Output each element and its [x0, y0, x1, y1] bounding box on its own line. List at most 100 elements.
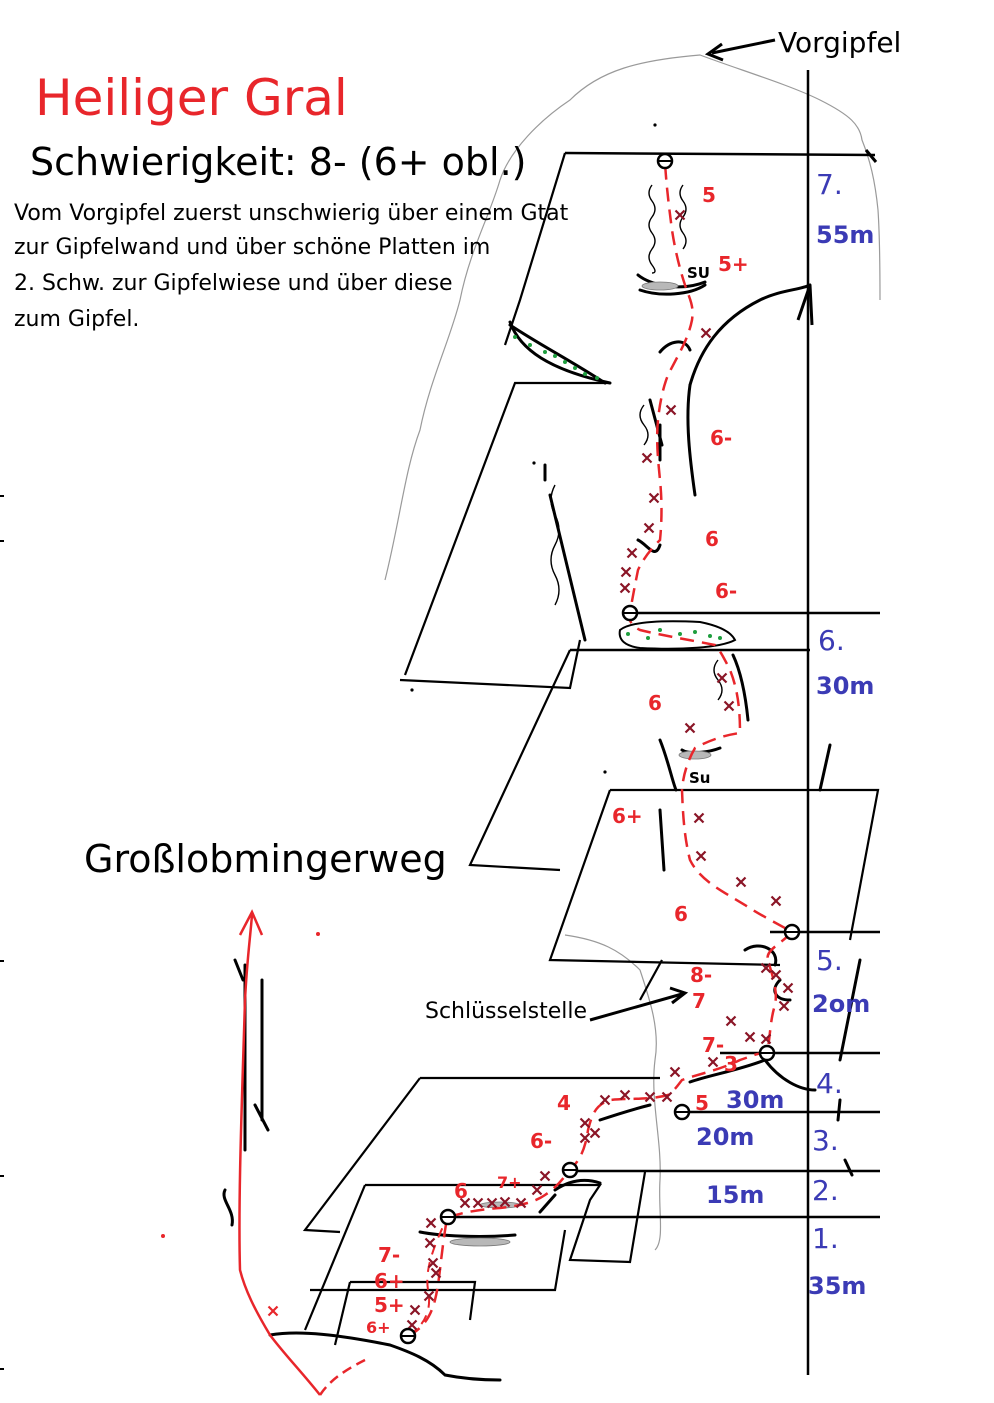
grade-label: 3 — [724, 1052, 738, 1076]
stray-mark-red — [161, 1234, 165, 1238]
bolt-mark — [707, 1056, 719, 1068]
pitch-number: 4. — [816, 1067, 843, 1100]
description-line: zur Gipfelwand und über schöne Platten i… — [14, 235, 490, 260]
pitch-length: 35m — [808, 1272, 866, 1300]
bolt-mark — [626, 547, 638, 559]
bolt-mark — [695, 850, 707, 862]
rock-outline — [384, 54, 881, 581]
bolt-mark — [644, 1091, 656, 1103]
bolts — [267, 209, 794, 1331]
grade-label: 4 — [557, 1091, 571, 1115]
grade-label: 5+ — [718, 252, 749, 276]
bolt-mark — [579, 1117, 591, 1129]
description-line: Vom Vorgipfel zuerst unschwierig über ei… — [14, 201, 569, 226]
rubble-ledges — [449, 281, 712, 1247]
bolt-mark — [648, 492, 660, 504]
pitch-length: 30m — [816, 672, 874, 700]
belay-ring-ticks — [401, 160, 799, 1337]
stance-label: SU — [687, 264, 710, 282]
bolt-mark — [770, 969, 782, 981]
bolt-mark — [599, 1094, 611, 1106]
pitch-number: 5. — [816, 944, 843, 977]
pitch-number: 1. — [812, 1222, 839, 1255]
grade-label: 6- — [530, 1129, 552, 1153]
bolt-mark — [669, 1066, 681, 1078]
pitch-length: 55m — [816, 221, 874, 249]
grade-label: 5 — [702, 183, 716, 207]
grade-label: 7+ — [497, 1173, 522, 1192]
bolt-mark — [515, 1197, 527, 1209]
grade-label: 6 — [705, 527, 719, 551]
bolt-mark — [700, 327, 712, 339]
rock-features — [222, 273, 862, 1382]
difficulty-heading: Schwierigkeit: 8- (6+ obl.) — [30, 140, 527, 184]
gully-outline — [564, 934, 662, 1251]
grade-label: 5+ — [374, 1293, 405, 1317]
bolt-mark — [744, 1031, 756, 1043]
summit-label: Vorgipfel — [778, 26, 901, 59]
grade-label: 7- — [702, 1033, 724, 1057]
bolt-mark — [619, 1089, 631, 1101]
bolt-mark — [641, 452, 653, 464]
grade-label: 6- — [710, 426, 732, 450]
pitch-length: 15m — [706, 1181, 764, 1209]
bolt-mark — [620, 566, 632, 578]
pitch-number: 3. — [812, 1124, 839, 1157]
bolt-mark — [725, 1015, 737, 1027]
bolt-mark — [267, 1305, 279, 1317]
bolt-mark — [723, 700, 735, 712]
pitch-number: 7. — [816, 168, 843, 201]
bolt-mark — [423, 1290, 435, 1302]
belay-rings — [399, 152, 801, 1345]
bolt-mark — [770, 895, 782, 907]
grass-patches — [513, 335, 722, 640]
grade-label: 8- — [690, 963, 712, 987]
bolt-mark — [430, 1267, 442, 1279]
bolt-mark — [661, 1091, 673, 1103]
bolt-mark — [778, 1000, 790, 1012]
bolt-mark — [579, 1132, 591, 1144]
pitch-number: 6. — [818, 624, 845, 657]
bolt-mark — [674, 209, 686, 221]
grade-label: 6- — [715, 579, 737, 603]
key-pitch-label: Schlüsselstelle — [425, 999, 587, 1024]
bolt-mark — [782, 982, 794, 994]
grade-label: 6 — [454, 1179, 468, 1203]
grade-label: 5 — [695, 1091, 709, 1115]
wall-faces — [302, 152, 880, 1346]
wavy-cracks — [550, 184, 723, 701]
neighbor-route-arrow — [238, 909, 264, 936]
pitch-number: 2. — [812, 1174, 839, 1207]
route-exit — [318, 1358, 366, 1396]
bolt-mark — [735, 876, 747, 888]
grade-label: 6+ — [366, 1318, 391, 1337]
bolt-mark — [427, 1257, 439, 1269]
bolt-mark — [760, 1033, 772, 1045]
bolt-mark — [459, 1197, 471, 1209]
bolt-mark — [693, 812, 705, 824]
page-title: Heiliger Gral — [35, 69, 348, 127]
bolt-mark — [716, 672, 728, 684]
pitch-length: 2om — [812, 990, 870, 1018]
grade-label: 6 — [648, 691, 662, 715]
bolt-mark — [760, 962, 772, 974]
bolt-mark — [425, 1217, 437, 1229]
bolt-mark — [619, 582, 631, 594]
pointer-arrows — [589, 38, 878, 1022]
stray-mark-red — [316, 932, 320, 936]
grade-label: 6 — [674, 902, 688, 926]
bolt-mark — [665, 404, 677, 416]
description-line: 2. Schw. zur Gipfelwiese und über diese — [14, 271, 453, 296]
pitch-labels: 1. 35m 2. 15m 3. 20m 4. 30m 5. 2om 6. 30… — [696, 168, 874, 1300]
grade-labels: 5 5+ 6- 6 6- 6 6+ 6 8- 7 7- 3 5 4 6- 7+ … — [366, 183, 749, 1337]
bolt-mark — [539, 1170, 551, 1182]
bolt-mark — [499, 1196, 511, 1208]
bolt-mark — [589, 1127, 601, 1139]
bolt-mark — [472, 1197, 484, 1209]
stance-label: Su — [689, 769, 710, 787]
grade-label: 7- — [378, 1243, 400, 1267]
pitch-length: 20m — [696, 1123, 754, 1151]
bolt-mark — [643, 522, 655, 534]
bolt-mark — [531, 1184, 543, 1196]
